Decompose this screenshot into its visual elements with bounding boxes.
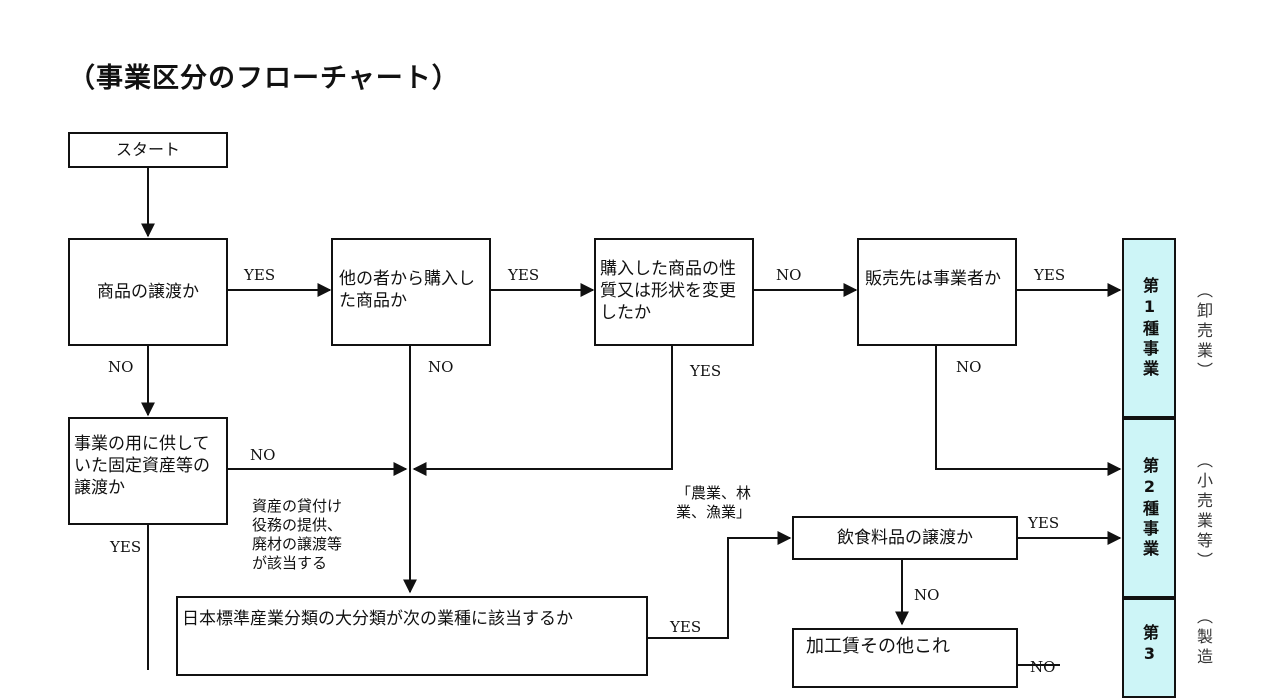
- label-q1-no: NO: [108, 358, 134, 376]
- processing-fee-question: 加工賃その他これ: [792, 628, 1018, 688]
- agriculture-note: 「農業、林 業、漁業」: [676, 484, 752, 521]
- arrow-industry-yes: [648, 531, 792, 639]
- buyer-business-question: 販売先は事業者か: [857, 238, 1017, 346]
- category-box-3: 第3: [1122, 598, 1176, 698]
- label-fixed-asset-yes: YES: [110, 538, 142, 556]
- label-food-yes: YES: [1028, 514, 1060, 532]
- industry-classification-question: 日本標準産業分類の大分類が次の業種に該当するか: [176, 596, 648, 676]
- label-q4-no: NO: [956, 358, 982, 376]
- label-industry-yes: YES: [670, 618, 702, 636]
- category-name: 第2種事業: [1140, 456, 1159, 560]
- label-processing-no: NO: [1030, 658, 1056, 676]
- purchased-goods-question: 他の者から購入した商品か: [331, 238, 491, 346]
- fixed-asset-question: 事業の用に供していた固定資産等の譲渡か: [68, 417, 228, 525]
- category-type-3: （製造: [1194, 608, 1213, 668]
- page-title: （事業区分のフローチャート）: [68, 63, 460, 94]
- label-q2-yes: YES: [508, 266, 540, 284]
- arrow-q4-no: [935, 345, 1122, 476]
- label-q3-yes: YES: [690, 362, 722, 380]
- start-box: スタート: [68, 132, 228, 168]
- changed-shape-question: 購入した商品の性質又は形状を変更したか: [594, 238, 754, 346]
- food-transfer-question: 飲食料品の譲渡か: [792, 516, 1018, 560]
- asset-services-note: 資産の貸付け 役務の提供、 廃材の譲渡等 が該当する: [252, 497, 343, 572]
- label-q1-yes: YES: [244, 266, 276, 284]
- arrow-q3-yes: [412, 345, 673, 476]
- category-box-1: 第1種事業: [1122, 238, 1176, 418]
- category-box-2: 第2種事業: [1122, 418, 1176, 598]
- label-q4-yes: YES: [1034, 266, 1066, 284]
- label-fixed-asset-no: NO: [250, 446, 276, 464]
- goods-transfer-question: 商品の譲渡か: [68, 238, 228, 346]
- label-food-no: NO: [914, 586, 940, 604]
- category-type-1: （卸売業）: [1194, 282, 1213, 382]
- category-name: 第3: [1140, 624, 1159, 667]
- category-name: 第1種事業: [1140, 276, 1159, 380]
- label-q2-no: NO: [428, 358, 454, 376]
- category-type-2: （小売業等）: [1194, 452, 1213, 572]
- label-q3-no: NO: [776, 266, 802, 284]
